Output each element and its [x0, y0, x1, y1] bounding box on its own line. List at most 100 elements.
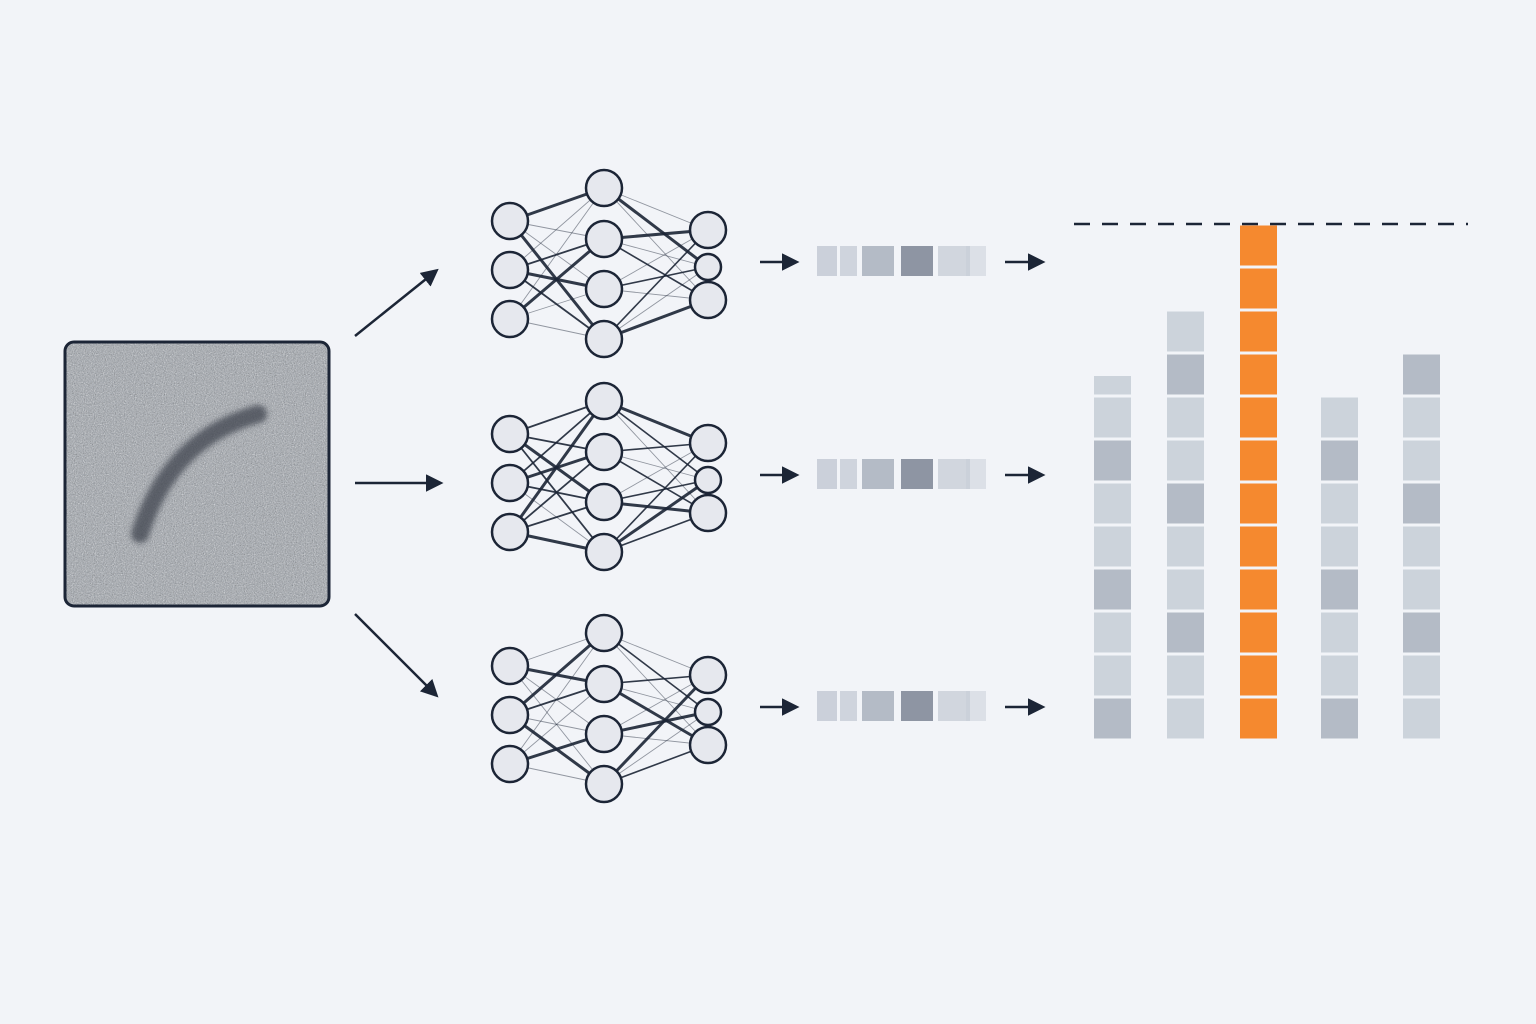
network-node — [584, 714, 624, 754]
network-node — [490, 201, 530, 241]
neural-network-icon — [490, 613, 728, 804]
bar-block — [1403, 397, 1440, 438]
bar-block — [1167, 569, 1204, 610]
bar-block — [1240, 698, 1277, 739]
bar-block — [1167, 698, 1204, 739]
bar-block — [1094, 612, 1131, 653]
bar-block — [1240, 354, 1277, 395]
bar-block — [1240, 526, 1277, 567]
network-node — [490, 512, 530, 552]
output-vectors — [760, 246, 1046, 721]
bar-block — [1240, 612, 1277, 653]
network-node — [490, 695, 530, 735]
vector-cell — [901, 691, 933, 721]
bar-highlighted — [1240, 225, 1277, 739]
network-node — [688, 493, 728, 533]
bar-block — [1321, 483, 1358, 524]
neural-network-icon — [490, 381, 728, 572]
vector-cell — [862, 459, 894, 489]
network-node — [688, 423, 728, 463]
network-node — [584, 532, 624, 572]
bar-block — [1240, 268, 1277, 309]
input-arrows — [354, 268, 444, 698]
bar-block — [1321, 397, 1358, 438]
network-node — [584, 319, 624, 359]
vote-bar-chart — [1074, 222, 1468, 739]
bar-block — [1094, 569, 1131, 610]
bar-block — [1403, 698, 1440, 739]
bar-block — [1240, 397, 1277, 438]
network-node — [688, 725, 728, 765]
output-vector — [817, 246, 986, 276]
network-node — [490, 463, 530, 503]
bar-block — [1403, 354, 1440, 395]
network-node — [584, 482, 624, 522]
neural-network-icon — [490, 168, 728, 359]
network-node — [584, 613, 624, 653]
vector-cell — [901, 459, 933, 489]
network-node — [693, 697, 723, 727]
curved-stroke-icon — [131, 405, 267, 543]
network-connections — [508, 399, 709, 554]
arrow-to-network-3 — [354, 613, 439, 698]
bar-block — [1403, 655, 1440, 696]
bar-block — [1167, 612, 1204, 653]
bar-block — [1321, 526, 1358, 567]
bar-block — [1167, 526, 1204, 567]
vector-cell — [938, 246, 970, 276]
vector-cell — [817, 246, 837, 276]
bar-block — [1094, 397, 1131, 438]
bar-block — [1094, 376, 1131, 395]
bar-block — [1167, 483, 1204, 524]
bar-block — [1240, 225, 1277, 266]
bar-block — [1403, 526, 1440, 567]
bar-block — [1403, 569, 1440, 610]
network-node — [490, 299, 530, 339]
bar-block — [1240, 440, 1277, 481]
bar — [1321, 397, 1358, 739]
vector-cell — [840, 246, 857, 276]
network-node — [584, 219, 624, 259]
vector-cell — [966, 459, 986, 489]
network-connections — [508, 186, 709, 341]
bar — [1167, 311, 1204, 739]
vector-cell — [966, 691, 986, 721]
vector-cell — [901, 246, 933, 276]
network-node — [584, 381, 624, 421]
bar-block — [1167, 354, 1204, 395]
network-node — [584, 432, 624, 472]
bar-block — [1094, 483, 1131, 524]
vector-cell — [817, 691, 837, 721]
network-node — [688, 210, 728, 250]
network-node — [584, 664, 624, 704]
bar-block — [1167, 655, 1204, 696]
bar-block — [1167, 397, 1204, 438]
bar-block — [1094, 526, 1131, 567]
network-node — [490, 646, 530, 686]
vector-cell — [817, 459, 837, 489]
vector-cell — [862, 691, 894, 721]
network-node — [584, 269, 624, 309]
network-node — [693, 252, 723, 282]
network-connections — [509, 631, 710, 786]
arrow-to-network-1 — [354, 268, 439, 337]
bar-block — [1094, 698, 1131, 739]
bar-block — [1321, 569, 1358, 610]
vector-cell — [938, 691, 970, 721]
bar-block — [1167, 440, 1204, 481]
network-node — [490, 744, 530, 784]
network-node — [490, 250, 530, 290]
bar-block — [1094, 440, 1131, 481]
bar-block — [1240, 483, 1277, 524]
bar-block — [1403, 483, 1440, 524]
network-node — [688, 655, 728, 695]
bar — [1094, 376, 1131, 739]
bar-block — [1240, 569, 1277, 610]
bar-block — [1321, 440, 1358, 481]
neural-networks — [490, 168, 728, 804]
bar-block — [1240, 311, 1277, 352]
network-node — [584, 168, 624, 208]
bar — [1403, 354, 1440, 739]
output-vector — [817, 459, 986, 489]
